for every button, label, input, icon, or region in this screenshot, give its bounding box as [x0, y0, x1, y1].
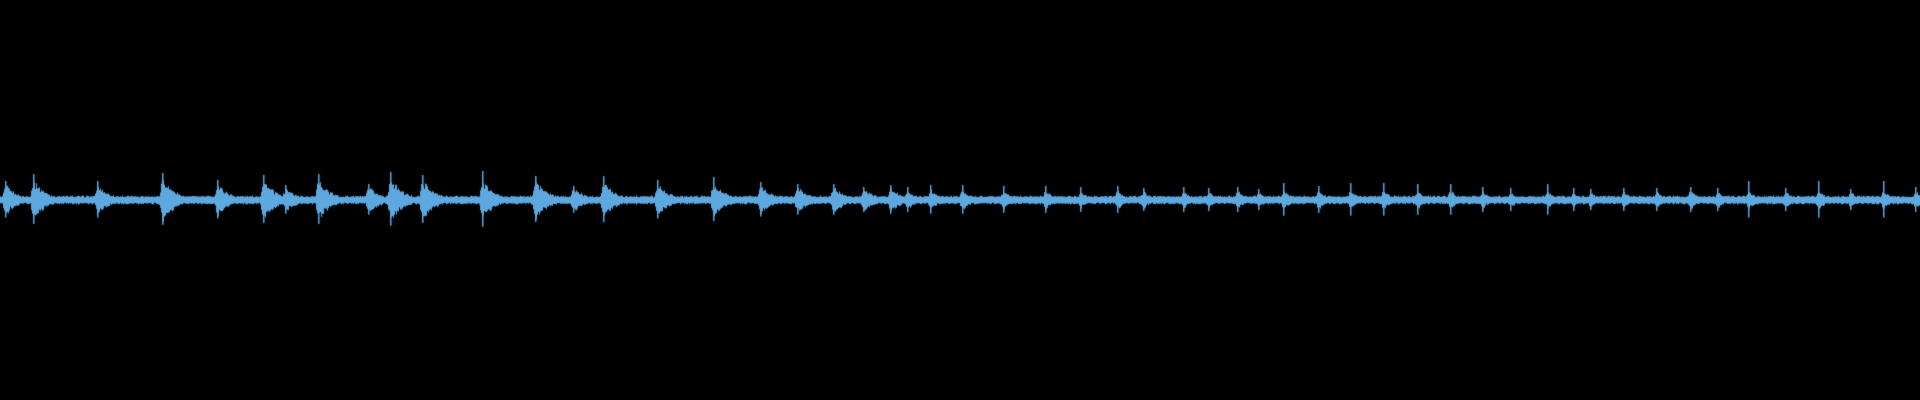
waveform-panel — [0, 0, 1920, 400]
audio-waveform-canvas — [0, 0, 1920, 400]
